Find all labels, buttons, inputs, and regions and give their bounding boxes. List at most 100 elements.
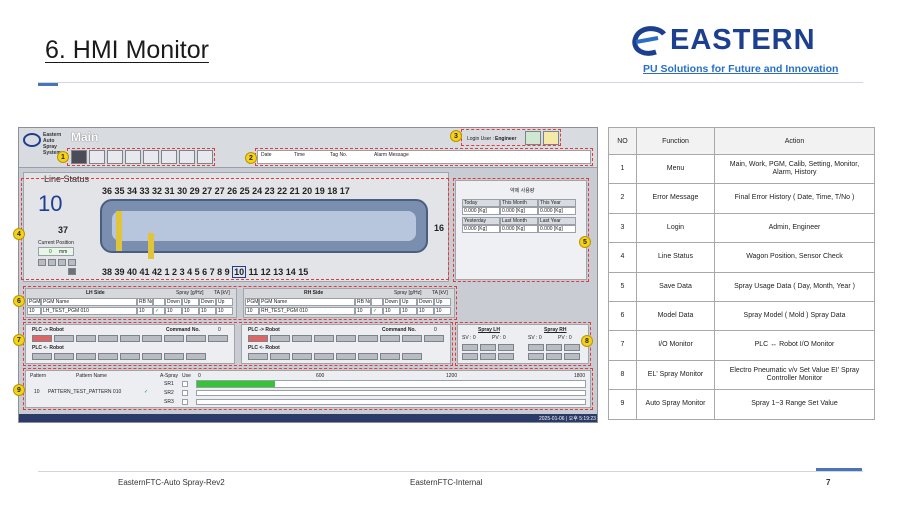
io-signal-button[interactable] <box>98 335 118 342</box>
io-signal-button[interactable] <box>314 335 334 342</box>
spray-rh-button[interactable] <box>528 344 544 351</box>
io-signal-button[interactable] <box>380 335 400 342</box>
io-signal-button[interactable] <box>54 335 74 342</box>
jog-stop-button[interactable] <box>48 259 56 266</box>
use-checkbox[interactable] <box>182 381 188 387</box>
pattern-progress-track <box>196 380 586 388</box>
menu-highlight <box>67 148 215 166</box>
conveyor-track <box>100 199 428 253</box>
io-signal-button[interactable] <box>186 353 206 360</box>
io-signal-button[interactable] <box>248 335 268 342</box>
logout-icon[interactable] <box>543 131 559 145</box>
io-signal-button[interactable] <box>292 335 312 342</box>
pv-label: PV : <box>558 335 568 341</box>
home-icon[interactable] <box>71 150 87 164</box>
spray-lh-button[interactable] <box>498 353 514 360</box>
spray-rh-button[interactable] <box>528 353 544 360</box>
io-signal-button[interactable] <box>186 335 206 342</box>
position-number: 10 <box>38 191 63 216</box>
io-signal-button[interactable] <box>120 353 140 360</box>
pgm-icon[interactable] <box>107 150 123 164</box>
table-cell-action: Final Error History ( Date, Time, T/No ) <box>714 183 875 214</box>
lh-pgm-name: LH_TEST_PGM 010 <box>41 307 137 315</box>
io-signal-button[interactable] <box>424 335 444 342</box>
rh-data-row: 10 RH_TEST_PGM 010 10 ✓ 10 10 10 10 <box>245 307 451 315</box>
io-signal-button[interactable] <box>270 335 290 342</box>
io-signal-button[interactable] <box>142 353 162 360</box>
usage-value: 0.000 [Kg] <box>538 207 576 215</box>
usage-value: 0.000 [Kg] <box>538 225 576 233</box>
use-checkbox[interactable] <box>182 399 188 405</box>
alarm-icon[interactable] <box>179 150 195 164</box>
jog-home-button[interactable] <box>68 259 76 266</box>
rh-check-icon[interactable]: ✓ <box>371 307 383 315</box>
spray-lh-button[interactable] <box>498 344 514 351</box>
history-icon[interactable] <box>197 150 213 164</box>
spray-lh-button[interactable] <box>462 353 478 360</box>
pattern-check-icon[interactable]: ✓ <box>144 389 149 395</box>
io-signal-button[interactable] <box>270 353 290 360</box>
lh-check-icon[interactable]: ✓ <box>153 307 165 315</box>
jog-left-button[interactable] <box>38 259 46 266</box>
io-signal-button[interactable] <box>142 335 162 342</box>
spray-lh-sv: SV : 0 <box>462 335 476 341</box>
jog-mode-button[interactable] <box>68 268 76 275</box>
track-selected-position[interactable]: 10 <box>232 266 247 278</box>
io-signal-button[interactable] <box>120 335 140 342</box>
current-position-field: 0 mm <box>38 247 74 256</box>
line-status-highlight <box>21 178 449 280</box>
spray-rh-button[interactable] <box>564 344 580 351</box>
io-signal-button[interactable] <box>164 335 184 342</box>
spray-rh-button[interactable] <box>546 344 562 351</box>
io-signal-button[interactable] <box>98 353 118 360</box>
io-signal-button[interactable] <box>336 335 356 342</box>
work-icon[interactable] <box>89 150 105 164</box>
io-signal-button[interactable] <box>208 335 228 342</box>
sv-label: SV : <box>462 335 472 341</box>
io-signal-button[interactable] <box>76 335 96 342</box>
alarm-header-message: Alarm Message <box>374 152 409 158</box>
io-signal-button[interactable] <box>358 353 378 360</box>
logo-tagline: PU Solutions for Future and Innovation <box>643 63 839 75</box>
io-signal-button[interactable] <box>314 353 334 360</box>
spray-lh-button[interactable] <box>480 353 496 360</box>
jog-right-button[interactable] <box>58 259 66 266</box>
badge-3: 3 <box>450 130 462 142</box>
io-signal-button[interactable] <box>54 353 74 360</box>
spray-rh-button[interactable] <box>546 353 562 360</box>
usage-header: Last Year <box>538 217 576 225</box>
table-cell-action: Electro Pneumatic v/v Set Value EI' Spra… <box>714 359 875 391</box>
monitor-icon[interactable] <box>161 150 177 164</box>
rh-col-down: Down <box>383 298 400 306</box>
rh-down2-value: 10 <box>417 307 434 315</box>
use-checkbox[interactable] <box>182 390 188 396</box>
robot-rh-icon <box>148 233 154 259</box>
io-signal-button[interactable] <box>336 353 356 360</box>
lh-col-down: Down <box>165 298 182 306</box>
usage-header: Last Month <box>500 217 538 225</box>
calib-icon[interactable] <box>125 150 141 164</box>
io-signal-button[interactable] <box>32 335 52 342</box>
track-bottom-a: 38 39 40 41 42 1 2 3 4 5 6 7 8 9 <box>102 267 230 277</box>
scale-tick: 0 <box>198 373 201 379</box>
login-icon[interactable] <box>525 131 541 145</box>
rh-ta-header: TA [kV] <box>432 290 448 296</box>
spray-rh-button[interactable] <box>564 353 580 360</box>
table-cell-function: Auto Spray Monitor <box>636 389 715 420</box>
table-cell-no: 7 <box>608 330 637 361</box>
io-signal-button[interactable] <box>380 353 400 360</box>
io-signal-button[interactable] <box>76 353 96 360</box>
pattern-use-header: Use <box>182 373 191 379</box>
io-signal-button[interactable] <box>164 353 184 360</box>
spray-lh-button[interactable] <box>480 344 496 351</box>
io-signal-button[interactable] <box>32 353 52 360</box>
spray-lh-button[interactable] <box>462 344 478 351</box>
io-signal-button[interactable] <box>292 353 312 360</box>
io-signal-button[interactable] <box>402 335 422 342</box>
brand-line: System <box>43 150 61 156</box>
io-signal-button[interactable] <box>358 335 378 342</box>
setting-icon[interactable] <box>143 150 159 164</box>
io-signal-button[interactable] <box>248 353 268 360</box>
io-signal-button[interactable] <box>402 353 422 360</box>
usage-value: 0.000 [Kg] <box>462 207 500 215</box>
